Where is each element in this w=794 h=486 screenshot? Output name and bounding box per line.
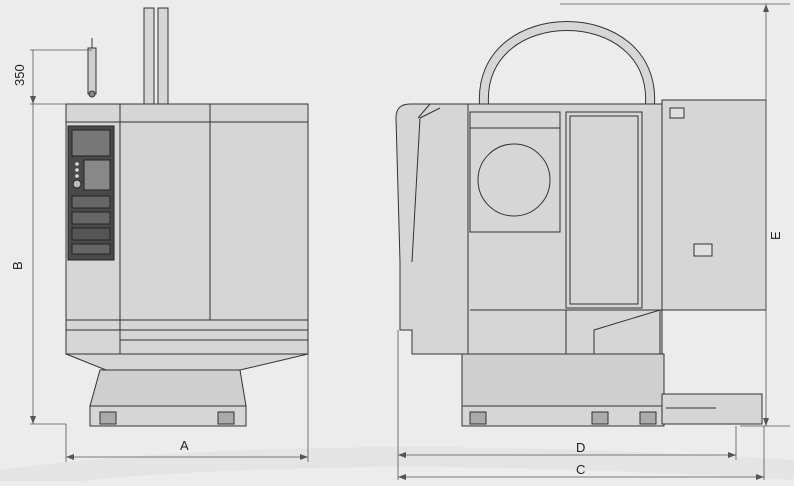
side-door	[565, 111, 643, 309]
front-pipe-right	[157, 7, 169, 105]
front-dimensions: 350 B A	[10, 49, 309, 462]
side-circular-window	[477, 143, 551, 217]
dimension-label-b: B	[10, 261, 25, 270]
side-base	[461, 353, 665, 411]
dimension-label-a: A	[180, 438, 189, 453]
front-pipe-left	[143, 7, 155, 105]
side-arch	[478, 21, 656, 105]
side-dimensions: E D C	[397, 3, 790, 480]
dimension-label-350: 350	[12, 64, 27, 86]
dimension-label-d: D	[576, 440, 585, 455]
dimension-label-e: E	[768, 231, 783, 240]
signal-tower	[87, 47, 97, 95]
control-knob	[72, 179, 82, 189]
front-chute	[65, 353, 309, 371]
front-base	[89, 369, 247, 407]
chip-conveyor	[661, 393, 763, 425]
side-cover	[395, 103, 471, 355]
control-sub-screen	[83, 159, 111, 191]
side-view	[395, 21, 767, 427]
dimension-label-c: C	[576, 462, 585, 477]
front-view	[65, 7, 309, 427]
side-foot	[461, 405, 665, 427]
control-panel	[67, 125, 115, 261]
side-cabinet	[661, 99, 767, 311]
front-foot	[89, 405, 247, 427]
control-screen	[71, 129, 111, 157]
